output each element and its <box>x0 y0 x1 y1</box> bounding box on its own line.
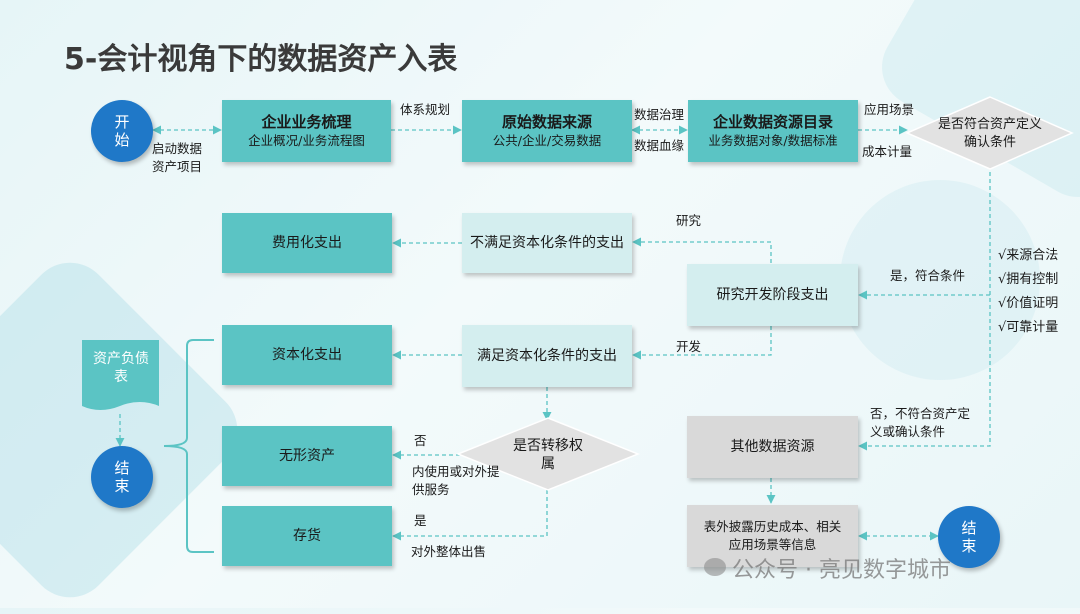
balance-sheet-label: 资产负债表 <box>93 351 149 385</box>
condition-3: √价值证明 <box>998 296 1059 311</box>
box-data-catalog: 企业数据资源目录 业务数据对象/数据标准 <box>688 100 858 162</box>
label-data-lineage: 数据血缘 <box>634 138 685 153</box>
label-data-governance: 数据治理 <box>634 107 685 122</box>
box-raw-data-source: 原始数据来源 公共/企业/交易数据 <box>462 100 632 162</box>
end-circle-left: 结束 <box>91 446 153 508</box>
box-intangible-asset: 无形资产 <box>222 426 392 486</box>
arrow-transfer-to-inventory <box>392 490 548 541</box>
condition-1: √来源合法 <box>998 248 1059 263</box>
condition-2: √拥有控制 <box>998 272 1059 287</box>
label-yes: 是 <box>414 513 427 528</box>
label-system-planning: 体系规划 <box>400 102 451 117</box>
start-circle: 开始 <box>91 100 153 162</box>
box-business-sort: 企业业务梳理 企业概况/业务流程图 <box>222 100 391 162</box>
wechat-icon <box>704 558 726 576</box>
box-not-capitalizable: 不满足资本化条件的支出 <box>462 213 632 273</box>
box-inventory: 存货 <box>222 506 392 566</box>
label-yes-meets: 是，符合条件 <box>890 268 966 283</box>
label-application-scenario: 应用场景 <box>864 102 915 117</box>
condition-4: √可靠计量 <box>998 320 1059 335</box>
arrow-rd-to-notcap <box>632 237 772 263</box>
diamond-asset-definition <box>905 96 1074 170</box>
line-diamond-down <box>858 165 991 451</box>
end-circle-right: 结束 <box>938 506 1000 568</box>
box-rd-stage: 研究开发阶段支出 <box>687 264 858 326</box>
label-development: 开发 <box>676 339 702 354</box>
box-capitalized: 资本化支出 <box>222 325 392 385</box>
brace <box>163 339 214 553</box>
diamond-transfer-ownership <box>455 417 641 491</box>
watermark: 公众号 · 亮见数字城市 <box>732 558 951 583</box>
balance-sheet-shape <box>82 340 159 410</box>
diamond-asset-definition-text: 是否符合资产定义确认条件 <box>937 117 1042 150</box>
label-launch-project: 启动数据资产项目 <box>152 141 203 174</box>
page-title: 5-会计视角下的数据资产入表 <box>64 42 458 77</box>
arrow-rd-to-capmeet <box>632 326 772 360</box>
box-expense: 费用化支出 <box>222 213 392 273</box>
box-capitalizable: 满足资本化条件的支出 <box>462 325 632 387</box>
box-other-data-resources: 其他数据资源 <box>687 416 858 478</box>
label-sell-whole: 对外整体出售 <box>411 544 487 559</box>
label-no: 否 <box>414 433 427 448</box>
label-no-not-meet: 否，不符合资产定义或确认条件 <box>870 406 971 439</box>
box-off-balance-disclosure: 表外披露历史成本、相关应用场景等信息 <box>687 505 858 567</box>
label-internal-use: 内使用或对外提供服务 <box>412 464 500 497</box>
label-cost-measurement: 成本计量 <box>862 144 913 159</box>
diamond-transfer-text: 是否转移权属 <box>513 438 583 472</box>
label-research: 研究 <box>676 213 702 228</box>
